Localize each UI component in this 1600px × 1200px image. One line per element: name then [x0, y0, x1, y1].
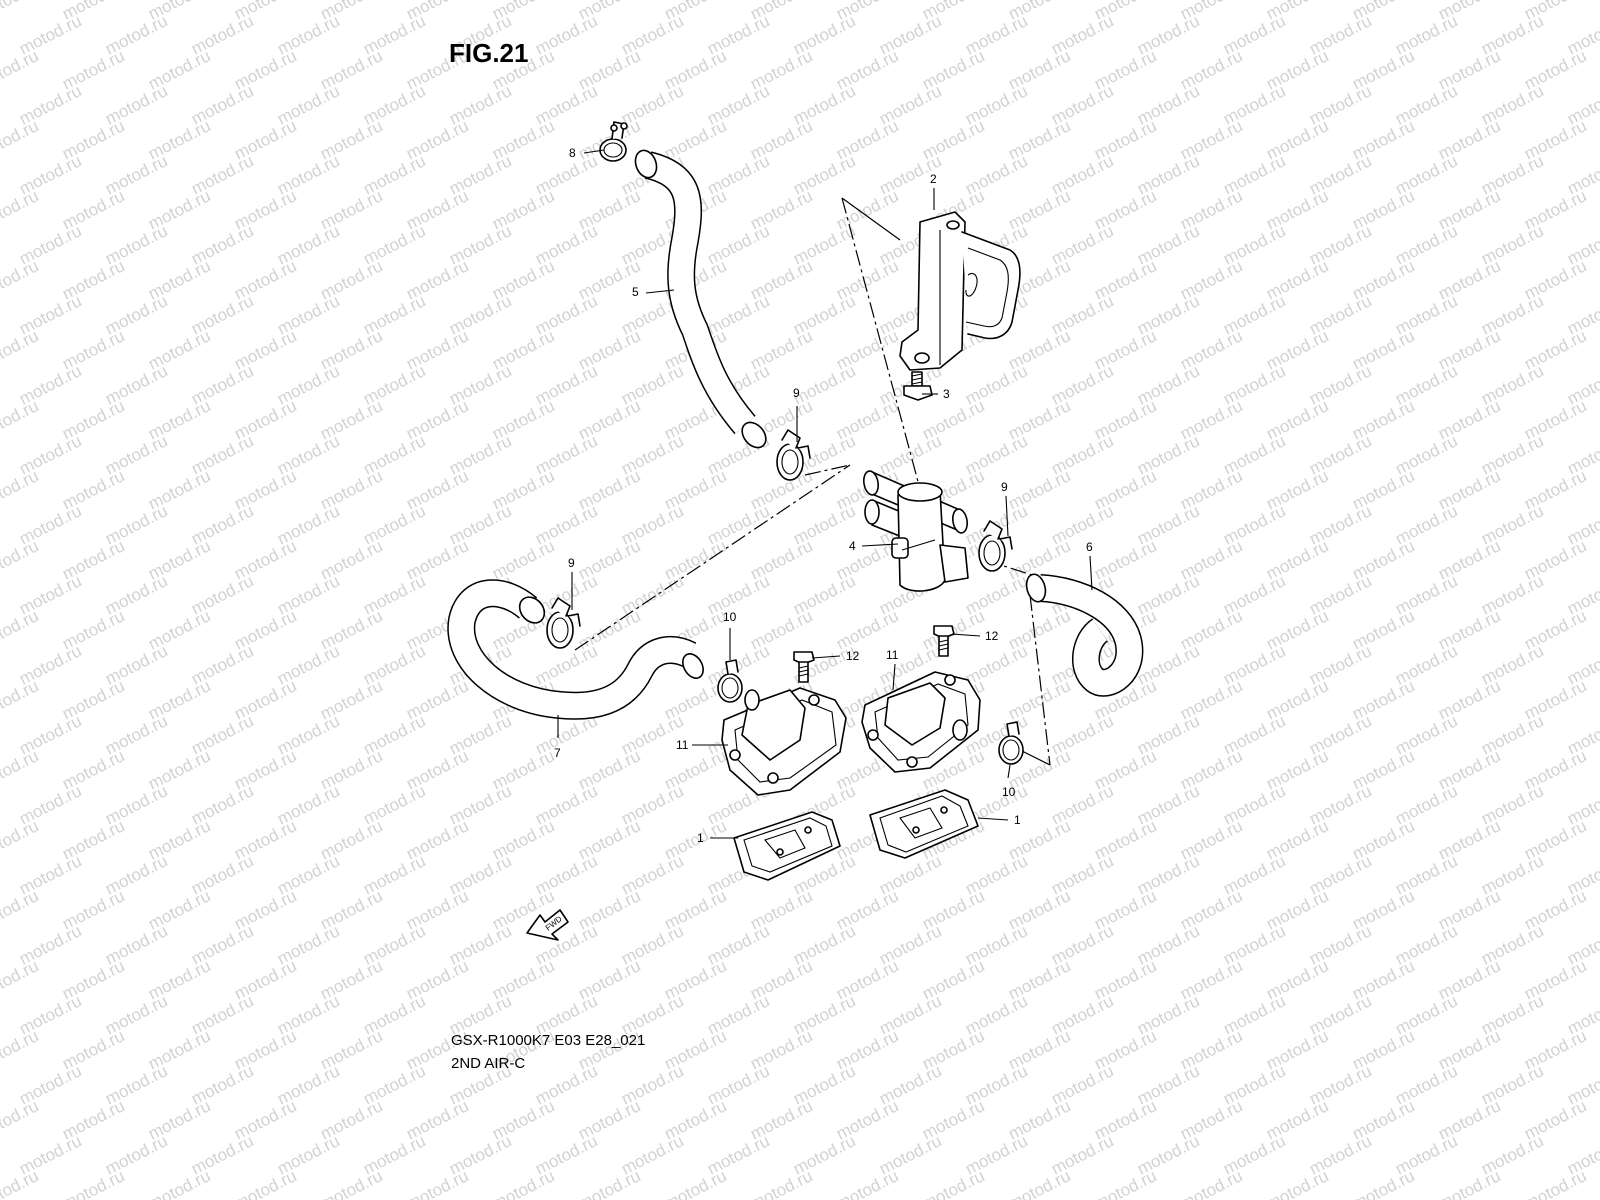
- watermark-text: motod.ru: [0, 256, 42, 303]
- callout-5: 5: [632, 285, 639, 299]
- watermark-text: motod.ru: [0, 886, 42, 933]
- watermark-text: motod.ru: [661, 1166, 729, 1200]
- watermark-text: motod.ru: [0, 0, 42, 24]
- model-code: GSX-R1000K7 E03 E28_021: [451, 1032, 646, 1049]
- watermark-text: motod.ru: [1091, 1166, 1159, 1200]
- callout-8: 8: [569, 146, 576, 160]
- figure-title: FIG.21: [449, 38, 529, 68]
- callout-11a: 11: [676, 738, 689, 752]
- callout-2: 2: [930, 172, 937, 186]
- callout-3: 3: [943, 387, 950, 401]
- watermark-text: motod.ru: [0, 186, 42, 233]
- watermark-text: motod.ru: [0, 396, 42, 443]
- watermark-text: motod.ru: [0, 116, 42, 163]
- callout-1b: 1: [1014, 813, 1021, 827]
- watermark-text: motod.ru: [1349, 1166, 1417, 1200]
- watermark-text: motod.ru: [1177, 1166, 1245, 1200]
- cover-11a: [721, 687, 847, 796]
- watermark-text: motod.ru: [747, 1166, 815, 1200]
- watermark-text: motod.ru: [1521, 1166, 1589, 1200]
- watermark-text: motod.ru: [1263, 1166, 1331, 1200]
- callout-4: 4: [849, 539, 856, 553]
- callout-12b: 12: [985, 629, 999, 643]
- callout-9c: 9: [1001, 480, 1008, 494]
- callout-12a: 12: [846, 649, 860, 663]
- watermark-text: motod.ru: [0, 956, 42, 1003]
- watermark-text: motod.ru: [0, 536, 42, 583]
- watermark-text: motod.ru: [0, 46, 42, 93]
- callout-10b: 10: [1002, 785, 1016, 799]
- watermark-text: motod.ru: [0, 606, 42, 653]
- watermark-text: motod.ru: [403, 1166, 471, 1200]
- callout-6: 6: [1086, 540, 1093, 554]
- watermark-text: motod.ru: [489, 1166, 557, 1200]
- watermark-text: motod.ru: [0, 1026, 42, 1073]
- watermark-text: motod.ru: [231, 1166, 299, 1200]
- callout-9b: 9: [568, 556, 575, 570]
- watermark-text: motod.ru: [1435, 1166, 1503, 1200]
- callout-1a: 1: [697, 831, 704, 845]
- watermark-text: motod.ru: [575, 1166, 643, 1200]
- watermark-text: motod.ru: [919, 1166, 987, 1200]
- watermark-text: motod.ru: [0, 1096, 42, 1143]
- watermark-text: motod.ru: [145, 1166, 213, 1200]
- watermark-text: motod.ru: [59, 1166, 127, 1200]
- watermark-text: motod.ru: [833, 1166, 901, 1200]
- callout-10a: 10: [723, 610, 737, 624]
- callout-11b: 11: [886, 648, 899, 662]
- section-name: 2ND AIR-C: [451, 1055, 526, 1072]
- watermark-text: motod.ru: [0, 746, 42, 793]
- watermark-text: motod.ru: [0, 676, 42, 723]
- callout-7: 7: [554, 746, 561, 760]
- watermark-text: motod.ru: [1005, 1166, 1073, 1200]
- watermark-text: motod.ru: [0, 466, 42, 513]
- callout-9a: 9: [793, 386, 800, 400]
- watermark-text: motod.ru: [0, 326, 42, 373]
- watermark-text: motod.ru: [0, 816, 42, 863]
- watermark-text: motod.ru: [317, 1166, 385, 1200]
- reed-valve-1b: [869, 789, 979, 859]
